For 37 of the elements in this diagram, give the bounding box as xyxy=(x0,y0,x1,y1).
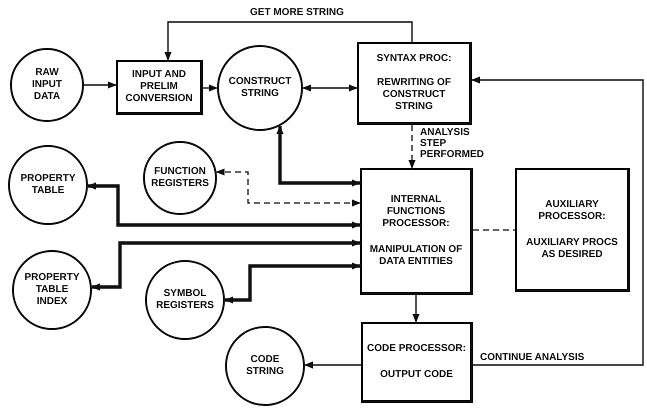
edge-label: GET MORE STRING xyxy=(248,7,346,18)
node-text: OUTPUT CODE xyxy=(380,369,453,381)
node-text: RAW INPUT DATA xyxy=(31,67,63,103)
box-heading: INTERNAL FUNCTIONS PROCESSOR: xyxy=(381,194,451,230)
box-heading: SYNTAX PROC: xyxy=(376,53,452,65)
arrow xyxy=(203,84,218,92)
node-text: AUXILIARY PROCS AS DESIRED xyxy=(525,236,619,260)
node-text: PROPERTY TABLE INDEX xyxy=(23,272,80,308)
node-text: CONSTRUCT STRING xyxy=(228,76,292,100)
arrow xyxy=(216,168,361,207)
arrow xyxy=(276,125,361,187)
node-text: PROPERTY TABLE xyxy=(19,173,76,197)
process-box xyxy=(515,168,630,292)
arrow xyxy=(224,262,361,304)
arrow xyxy=(90,239,361,291)
box-heading: AUXILIARY PROCESSOR: xyxy=(537,198,607,222)
process-box xyxy=(116,60,203,115)
node-text: SYMBOL REGISTERS xyxy=(155,288,215,312)
process-box xyxy=(360,168,473,295)
node-text: FUNCTION REGISTERS xyxy=(150,166,210,190)
box-heading: CODE PROCESSOR: xyxy=(367,343,466,355)
arrow xyxy=(471,76,644,366)
arrow xyxy=(302,84,358,92)
connector-line xyxy=(473,229,515,231)
node-text: INPUT AND PRELIM CONVERSION xyxy=(124,69,194,105)
process-box xyxy=(357,42,472,125)
edge-label: CONTINUE ANALYSIS xyxy=(478,352,586,363)
arrow xyxy=(304,361,361,369)
node-text: CODE STRING xyxy=(245,354,285,378)
arrow xyxy=(84,81,117,89)
arrow xyxy=(408,125,416,169)
arrow xyxy=(412,295,420,323)
arrow xyxy=(164,21,413,61)
node-text: REWRITING OF CONSTRUCT STRING xyxy=(376,77,452,113)
process-box xyxy=(361,322,473,403)
arrow xyxy=(87,182,361,229)
node-text: MANIPULATION OF DATA ENTITIES xyxy=(368,244,464,268)
